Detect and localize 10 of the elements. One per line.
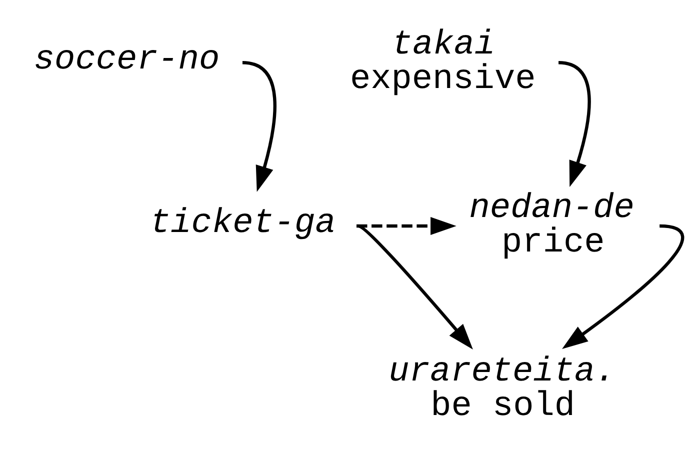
arrow [242, 61, 276, 192]
node-text: urareteita. be sold [388, 352, 616, 426]
node-text: ticket-ga [150, 204, 336, 244]
node-text: takai expensive [350, 26, 536, 99]
arrow [558, 61, 591, 187]
arrow [358, 224, 473, 350]
arrow [356, 216, 456, 236]
node-text: soccer-no [34, 40, 220, 80]
node-text: nedan-de price [469, 188, 634, 262]
arrow [562, 224, 684, 349]
